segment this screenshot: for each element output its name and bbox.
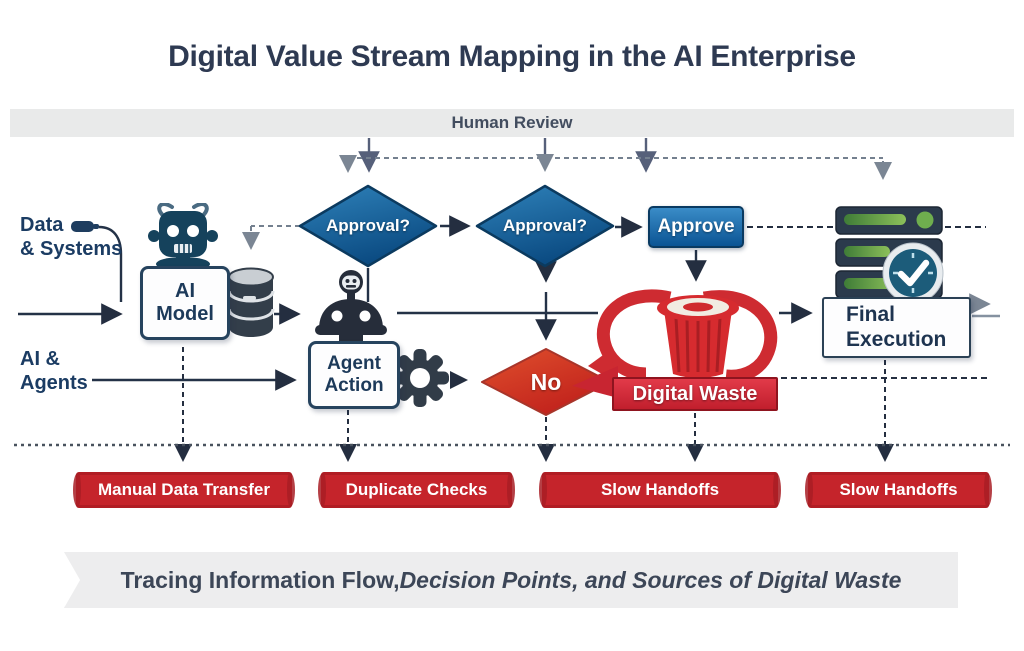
footer-text-normal: Tracing Information Flow, [120,566,400,593]
approval-diamond-1: Approval? [298,184,438,268]
agent-action-node: Agent Action [308,341,400,409]
lane-label-ai-agents: AI & Agents [20,348,88,395]
approval-diamond-2: Approval? [475,184,615,268]
human-review-banner: Human Review [10,109,1014,137]
final-execution-node: Final Execution [822,297,971,358]
waste-banner-manual-data-transfer: Manual Data Transfer [73,472,295,508]
agent-action-label: Agent Action [324,353,384,396]
footer-ribbon: Tracing Information Flow, Decision Point… [64,552,958,608]
ai-model-label: AI Model [156,280,214,325]
waste-banner-slow-handoffs-1: Slow Handoffs [539,472,781,508]
gear-icon [391,349,449,407]
agent-robot-icon [315,270,387,346]
approval-1-label: Approval? [325,216,411,235]
no-diamond: No [480,347,612,417]
ai-model-node: AI Model [140,266,230,340]
approval-2-label: Approval? [502,216,588,235]
final-execution-label: Final Execution [846,303,947,351]
no-label: No [530,368,562,395]
recycle-trash-icon [588,289,778,383]
database-icon [227,267,275,337]
digital-waste-banner: Digital Waste [612,377,778,411]
page-title: Digital Value Stream Mapping in the AI E… [168,40,856,73]
plug-icon [71,221,99,232]
ai-robot-head-icon [148,203,218,269]
clock-check-icon [882,242,944,304]
footer-text-italic: Decision Points, and Sources of Digital … [399,566,902,593]
waste-banner-duplicate-checks: Duplicate Checks [318,472,515,508]
approve-node: Approve [648,206,744,248]
waste-banner-slow-handoffs-2: Slow Handoffs [805,472,992,508]
lane-label-data-systems: Data & Systems [20,214,123,261]
